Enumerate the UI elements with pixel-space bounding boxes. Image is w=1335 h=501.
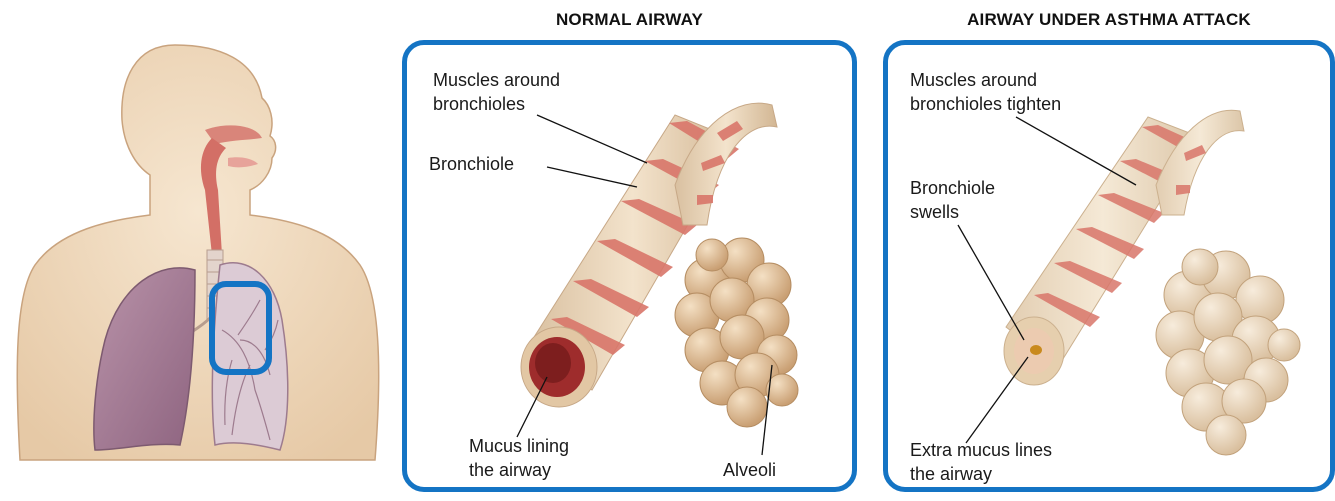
label-mucus-line1: Mucus lining bbox=[469, 435, 569, 457]
torso-figure bbox=[0, 40, 395, 500]
normal-airway-title: NORMAL AIRWAY bbox=[402, 10, 857, 30]
label-bronchiole-swells-line1: Bronchiole bbox=[910, 177, 995, 199]
label-bronchiole-swells-line2: swells bbox=[910, 201, 959, 223]
label-mucus-line2: the airway bbox=[469, 459, 551, 481]
asthma-airway-panel: Muscles around bronchioles tighten Bronc… bbox=[883, 40, 1335, 492]
normal-airway-panel: Muscles around bronchioles Bronchiole Mu… bbox=[402, 40, 857, 492]
label-extra-mucus-line1: Extra mucus lines bbox=[910, 439, 1052, 461]
alveoli-cluster-asthma bbox=[1156, 249, 1300, 455]
alveoli-cluster bbox=[675, 238, 798, 427]
asthma-airway-title: AIRWAY UNDER ASTHMA ATTACK bbox=[883, 10, 1335, 30]
label-muscles-line2: bronchioles bbox=[433, 93, 525, 115]
label-muscles-tighten-line2: bronchioles tighten bbox=[910, 93, 1061, 115]
label-muscles-tighten-line1: Muscles around bbox=[910, 69, 1037, 91]
label-alveoli: Alveoli bbox=[723, 459, 776, 481]
narrow-lumen bbox=[1030, 345, 1042, 355]
body-silhouette bbox=[17, 45, 378, 460]
label-bronchiole: Bronchiole bbox=[429, 153, 514, 175]
label-extra-mucus-line2: the airway bbox=[910, 463, 992, 485]
label-muscles-line1: Muscles around bbox=[433, 69, 560, 91]
